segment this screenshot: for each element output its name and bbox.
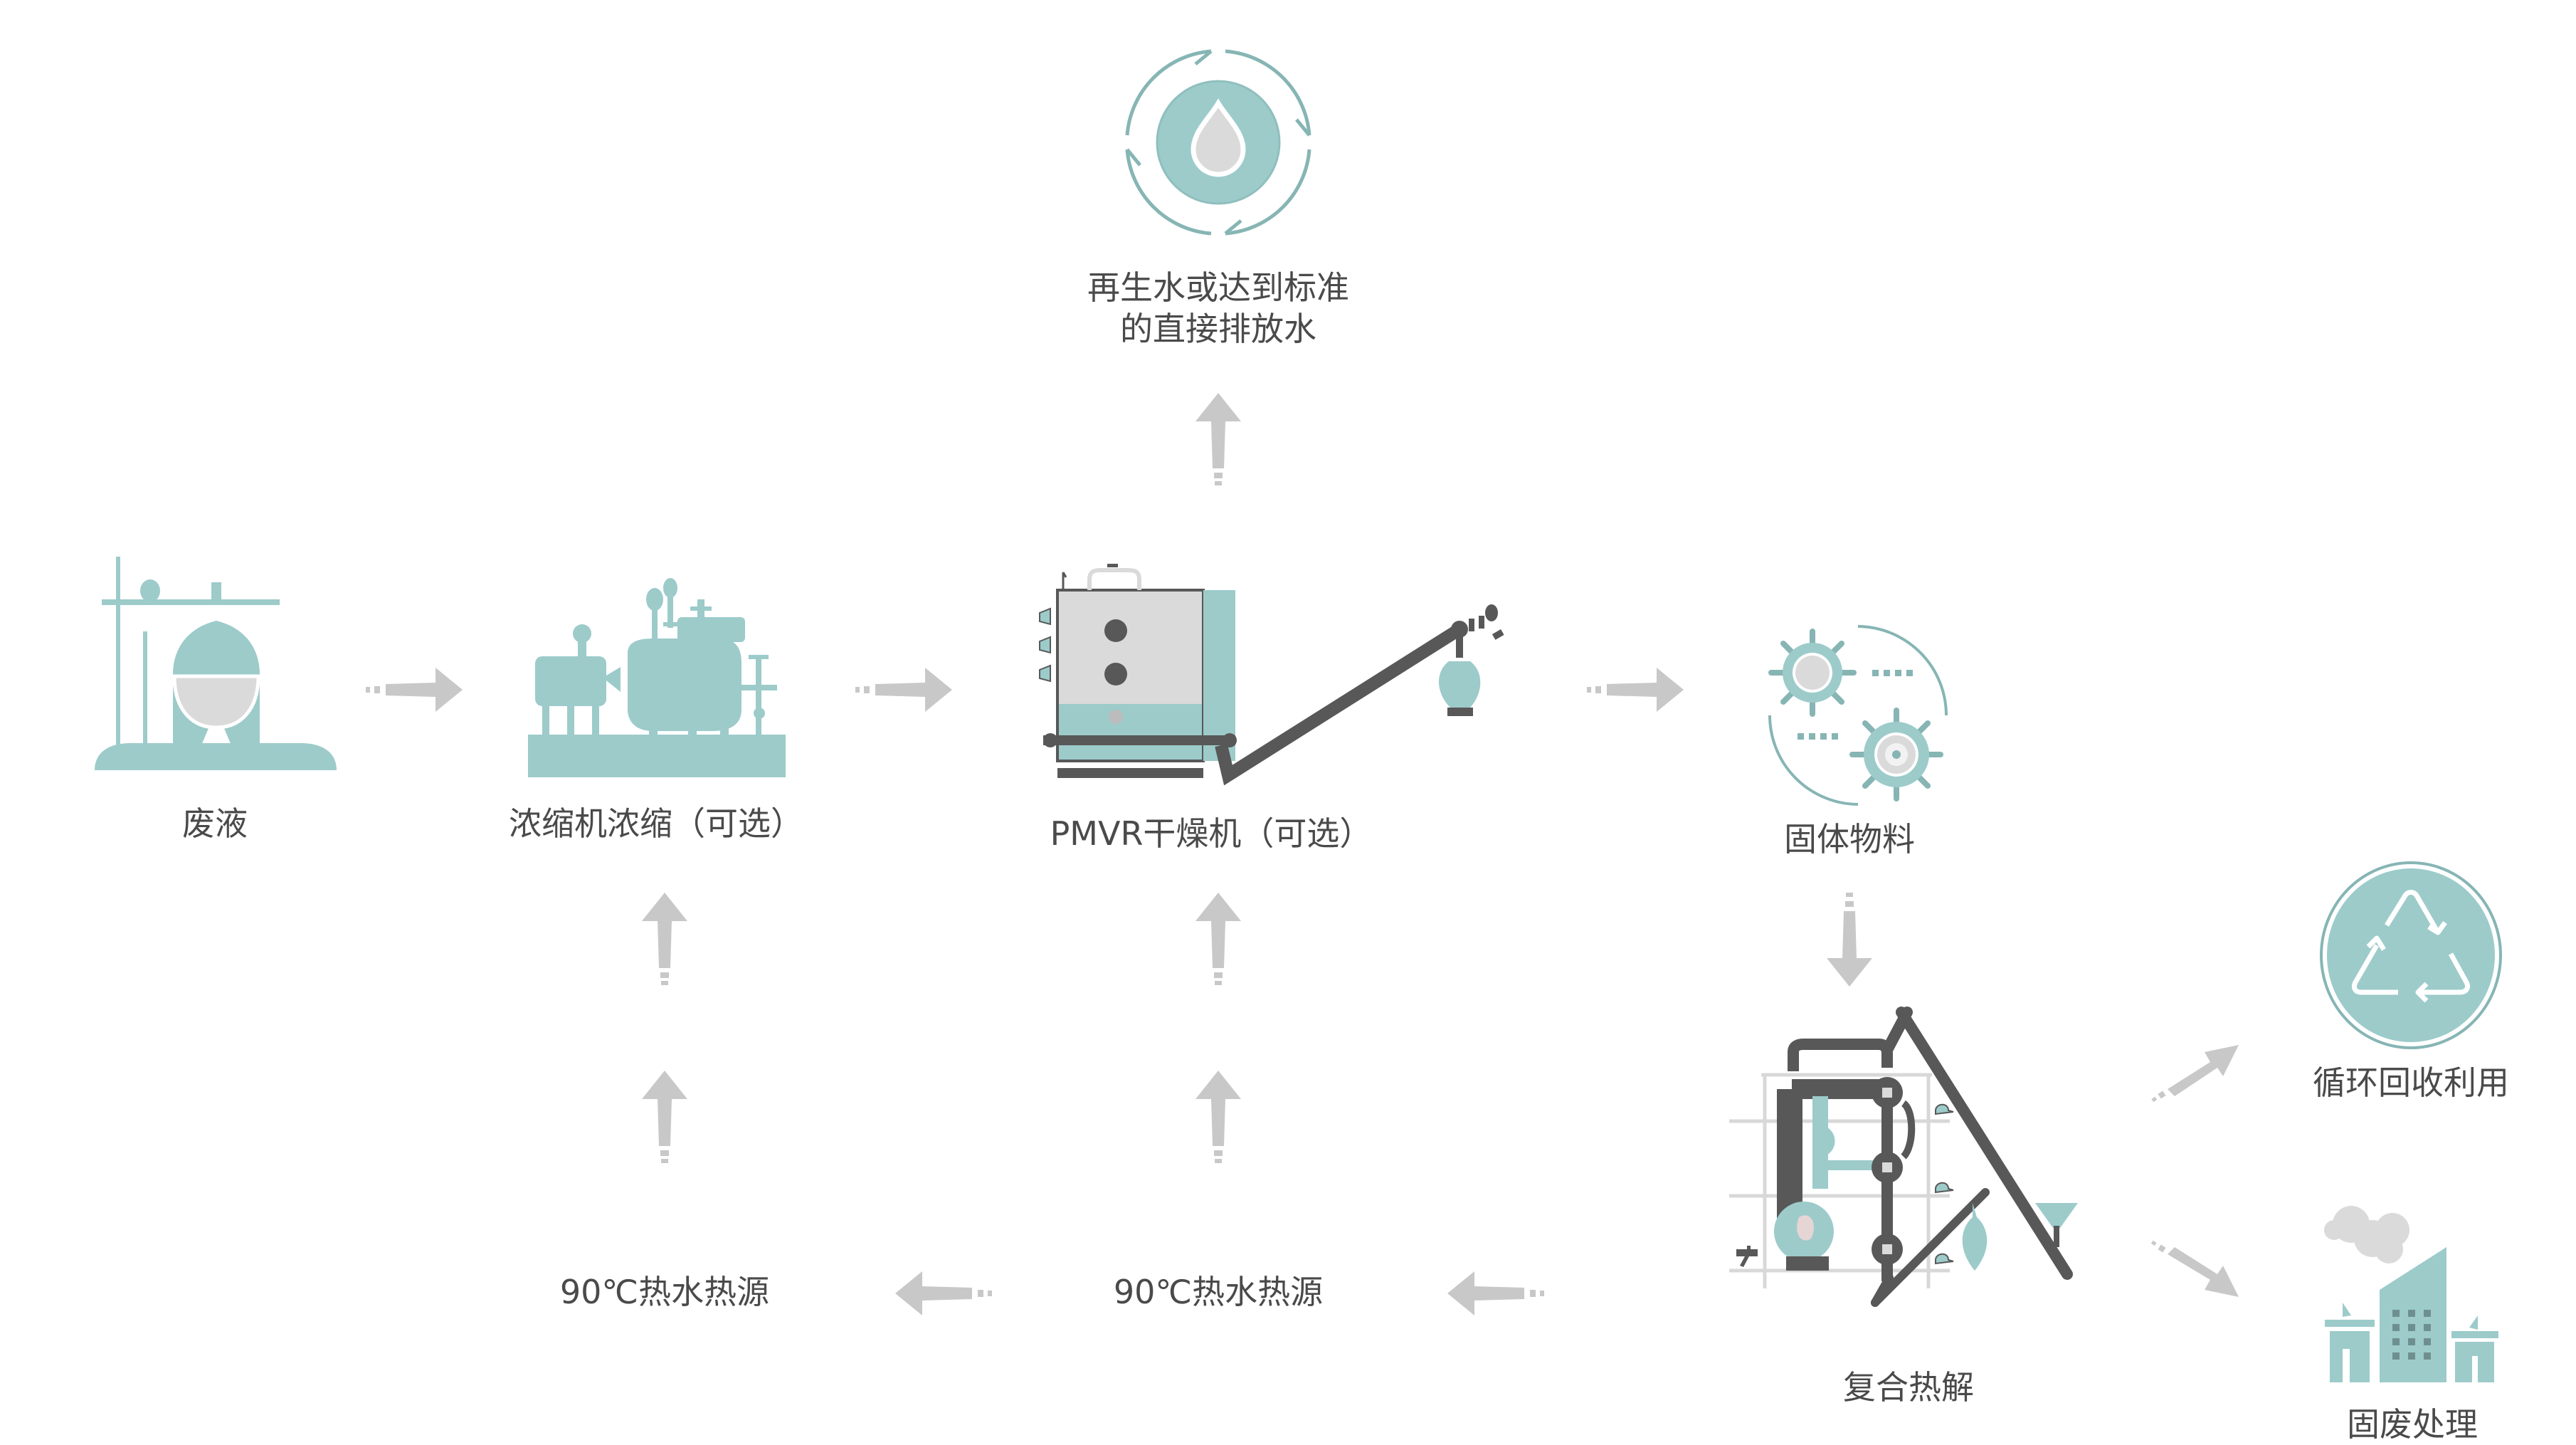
water-output-label-line2: 的直接排放水 (1120, 310, 1316, 348)
pmvr-dryer-icon (1039, 564, 1504, 786)
pyrolysis-label: 复合热解 (1843, 1368, 1974, 1407)
waste-liquid-label: 废液 (182, 804, 248, 843)
dryer-label: PMVR干燥机（可选） (1050, 814, 1373, 853)
arrow-up-from-heat-left (642, 1071, 687, 1163)
concentrator-machine-icon (528, 578, 786, 777)
arrow-left-1 (895, 1271, 992, 1315)
pyrolysis-apparatus-icon (1729, 1007, 2078, 1307)
arrow-up-right-to-recycling (2151, 1045, 2239, 1103)
arrow-left-2 (1447, 1271, 1544, 1315)
waste-liquid-tank-icon (95, 557, 337, 770)
arrow-up-from-heat-right (1195, 1071, 1241, 1163)
factory-icon (2324, 1206, 2498, 1382)
water-output-label-line1: 再生水或达到标准 (1087, 268, 1349, 307)
arrow-right-2 (855, 668, 952, 712)
arrow-up-to-dryer (1195, 893, 1241, 985)
heat-source-left-label: 90℃热水热源 (559, 1273, 770, 1311)
arrow-up-to-water (1195, 393, 1241, 485)
arrow-right-3 (1587, 668, 1684, 712)
concentrator-label: 浓缩机浓缩（可选） (509, 804, 803, 843)
recycle-icon (2320, 861, 2502, 1049)
arrow-right-1 (366, 668, 463, 712)
arrow-down-right-to-solid-waste (2150, 1240, 2239, 1297)
heat-source-right-label: 90℃热水热源 (1113, 1273, 1324, 1311)
arrow-up-to-concentrator (642, 893, 687, 985)
solid-particles-icon (1768, 625, 1948, 806)
arrow-down-to-pyrolysis (1827, 893, 1872, 987)
recycling-label: 循环回收利用 (2313, 1063, 2509, 1102)
water-drop-cycle-icon (1125, 49, 1311, 236)
solid-waste-label: 固废处理 (2347, 1405, 2478, 1444)
solid-material-label: 固体物料 (1784, 820, 1915, 858)
